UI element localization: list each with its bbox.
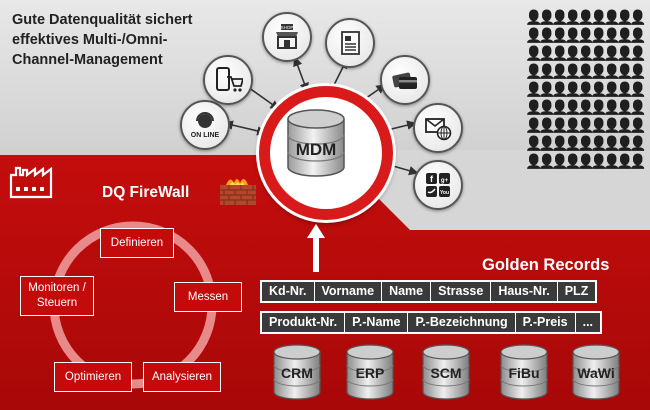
mdm-label: MDM xyxy=(295,140,337,159)
record-field: Kd-Nr. xyxy=(262,282,315,301)
system-label: FiBu xyxy=(508,365,540,381)
customer-crowd: 👤👤👤👤👤👤👤👤👤👤👤👤👤👤👤👤👤👤👤👤👤👤👤👤👤👤👤👤👤👤👤👤👤👤👤👤👤👤👤👤… xyxy=(525,8,646,170)
smartphone-cart-icon xyxy=(216,67,243,92)
record-field: Name xyxy=(382,282,432,301)
online-label: ON LINE xyxy=(191,132,220,139)
system-label: ERP xyxy=(355,365,385,381)
channel-online: ON LINE xyxy=(180,100,230,150)
social-media-icon: f g+ You xyxy=(426,173,450,197)
system-database: FiBu xyxy=(497,343,551,401)
system-label: SCM xyxy=(430,365,462,381)
system-database: ERP xyxy=(343,343,397,401)
headline-line-1: Gute Datenqualität sichert xyxy=(12,12,193,28)
record-field: Vorname xyxy=(315,282,383,301)
svg-text:g+: g+ xyxy=(441,178,449,184)
cycle-step-analysieren: Analysieren xyxy=(143,362,221,392)
connector-shop xyxy=(293,56,309,93)
system-database: CRM xyxy=(270,343,324,401)
cycle-step-messen: Messen xyxy=(174,282,242,312)
database-icon xyxy=(572,344,620,400)
factory-icon xyxy=(9,166,53,199)
shop-label: SHOP xyxy=(281,25,294,30)
record-field: Produkt-Nr. xyxy=(262,313,346,332)
up-arrow xyxy=(307,224,325,272)
firewall-label: DQ FireWall xyxy=(102,184,190,201)
headline: Gute Datenqualität sichert effektives Mu… xyxy=(12,10,242,70)
record-field: Haus-Nr. xyxy=(491,282,558,301)
database-icon xyxy=(287,109,345,177)
cycle-step-optimieren: Optimieren xyxy=(54,362,132,392)
system-database: WaWi xyxy=(569,343,623,401)
headline-line-2: effektives Multi-/Omni- xyxy=(12,32,168,48)
record-field: Strasse xyxy=(431,282,492,301)
system-label: WaWi xyxy=(577,365,615,381)
cycle-step-monitoren: Monitoren / Steuern xyxy=(20,276,94,316)
connector-catalog xyxy=(329,58,348,94)
channel-social: f g+ You xyxy=(413,160,463,210)
connector-online xyxy=(223,120,267,136)
svg-text:You: You xyxy=(440,190,449,196)
database-icon xyxy=(273,344,321,400)
record-field: ... xyxy=(582,315,594,329)
record-field: P.-Preis xyxy=(516,313,576,332)
email-web-icon xyxy=(425,118,452,141)
golden-records-title: Golden Records xyxy=(482,256,610,274)
database-icon xyxy=(422,344,470,400)
channel-cards xyxy=(380,55,430,105)
system-database: SCM xyxy=(419,343,473,401)
channel-shop: SHOP xyxy=(262,12,312,62)
channel-mobile xyxy=(203,55,253,105)
record-field: PLZ xyxy=(564,284,589,298)
headline-line-3: Channel-Management xyxy=(12,52,163,68)
channel-email xyxy=(413,103,463,153)
cycle-step-definieren: Definieren xyxy=(100,228,174,258)
record-field: P.-Name xyxy=(345,313,409,332)
shop-icon: SHOP xyxy=(276,24,298,49)
catalog-icon xyxy=(341,31,360,55)
channel-catalog xyxy=(325,18,375,68)
system-label: CRM xyxy=(281,365,313,381)
database-icon xyxy=(346,344,394,400)
svg-text:f: f xyxy=(430,174,434,184)
database-icon xyxy=(500,344,548,400)
mdm-hub: MDM xyxy=(259,86,393,220)
online-headset-icon: ON LINE xyxy=(191,112,220,139)
record-field: P.-Bezeichnung xyxy=(408,313,516,332)
firewall-icon xyxy=(220,178,256,205)
credit-cards-icon xyxy=(392,72,417,89)
